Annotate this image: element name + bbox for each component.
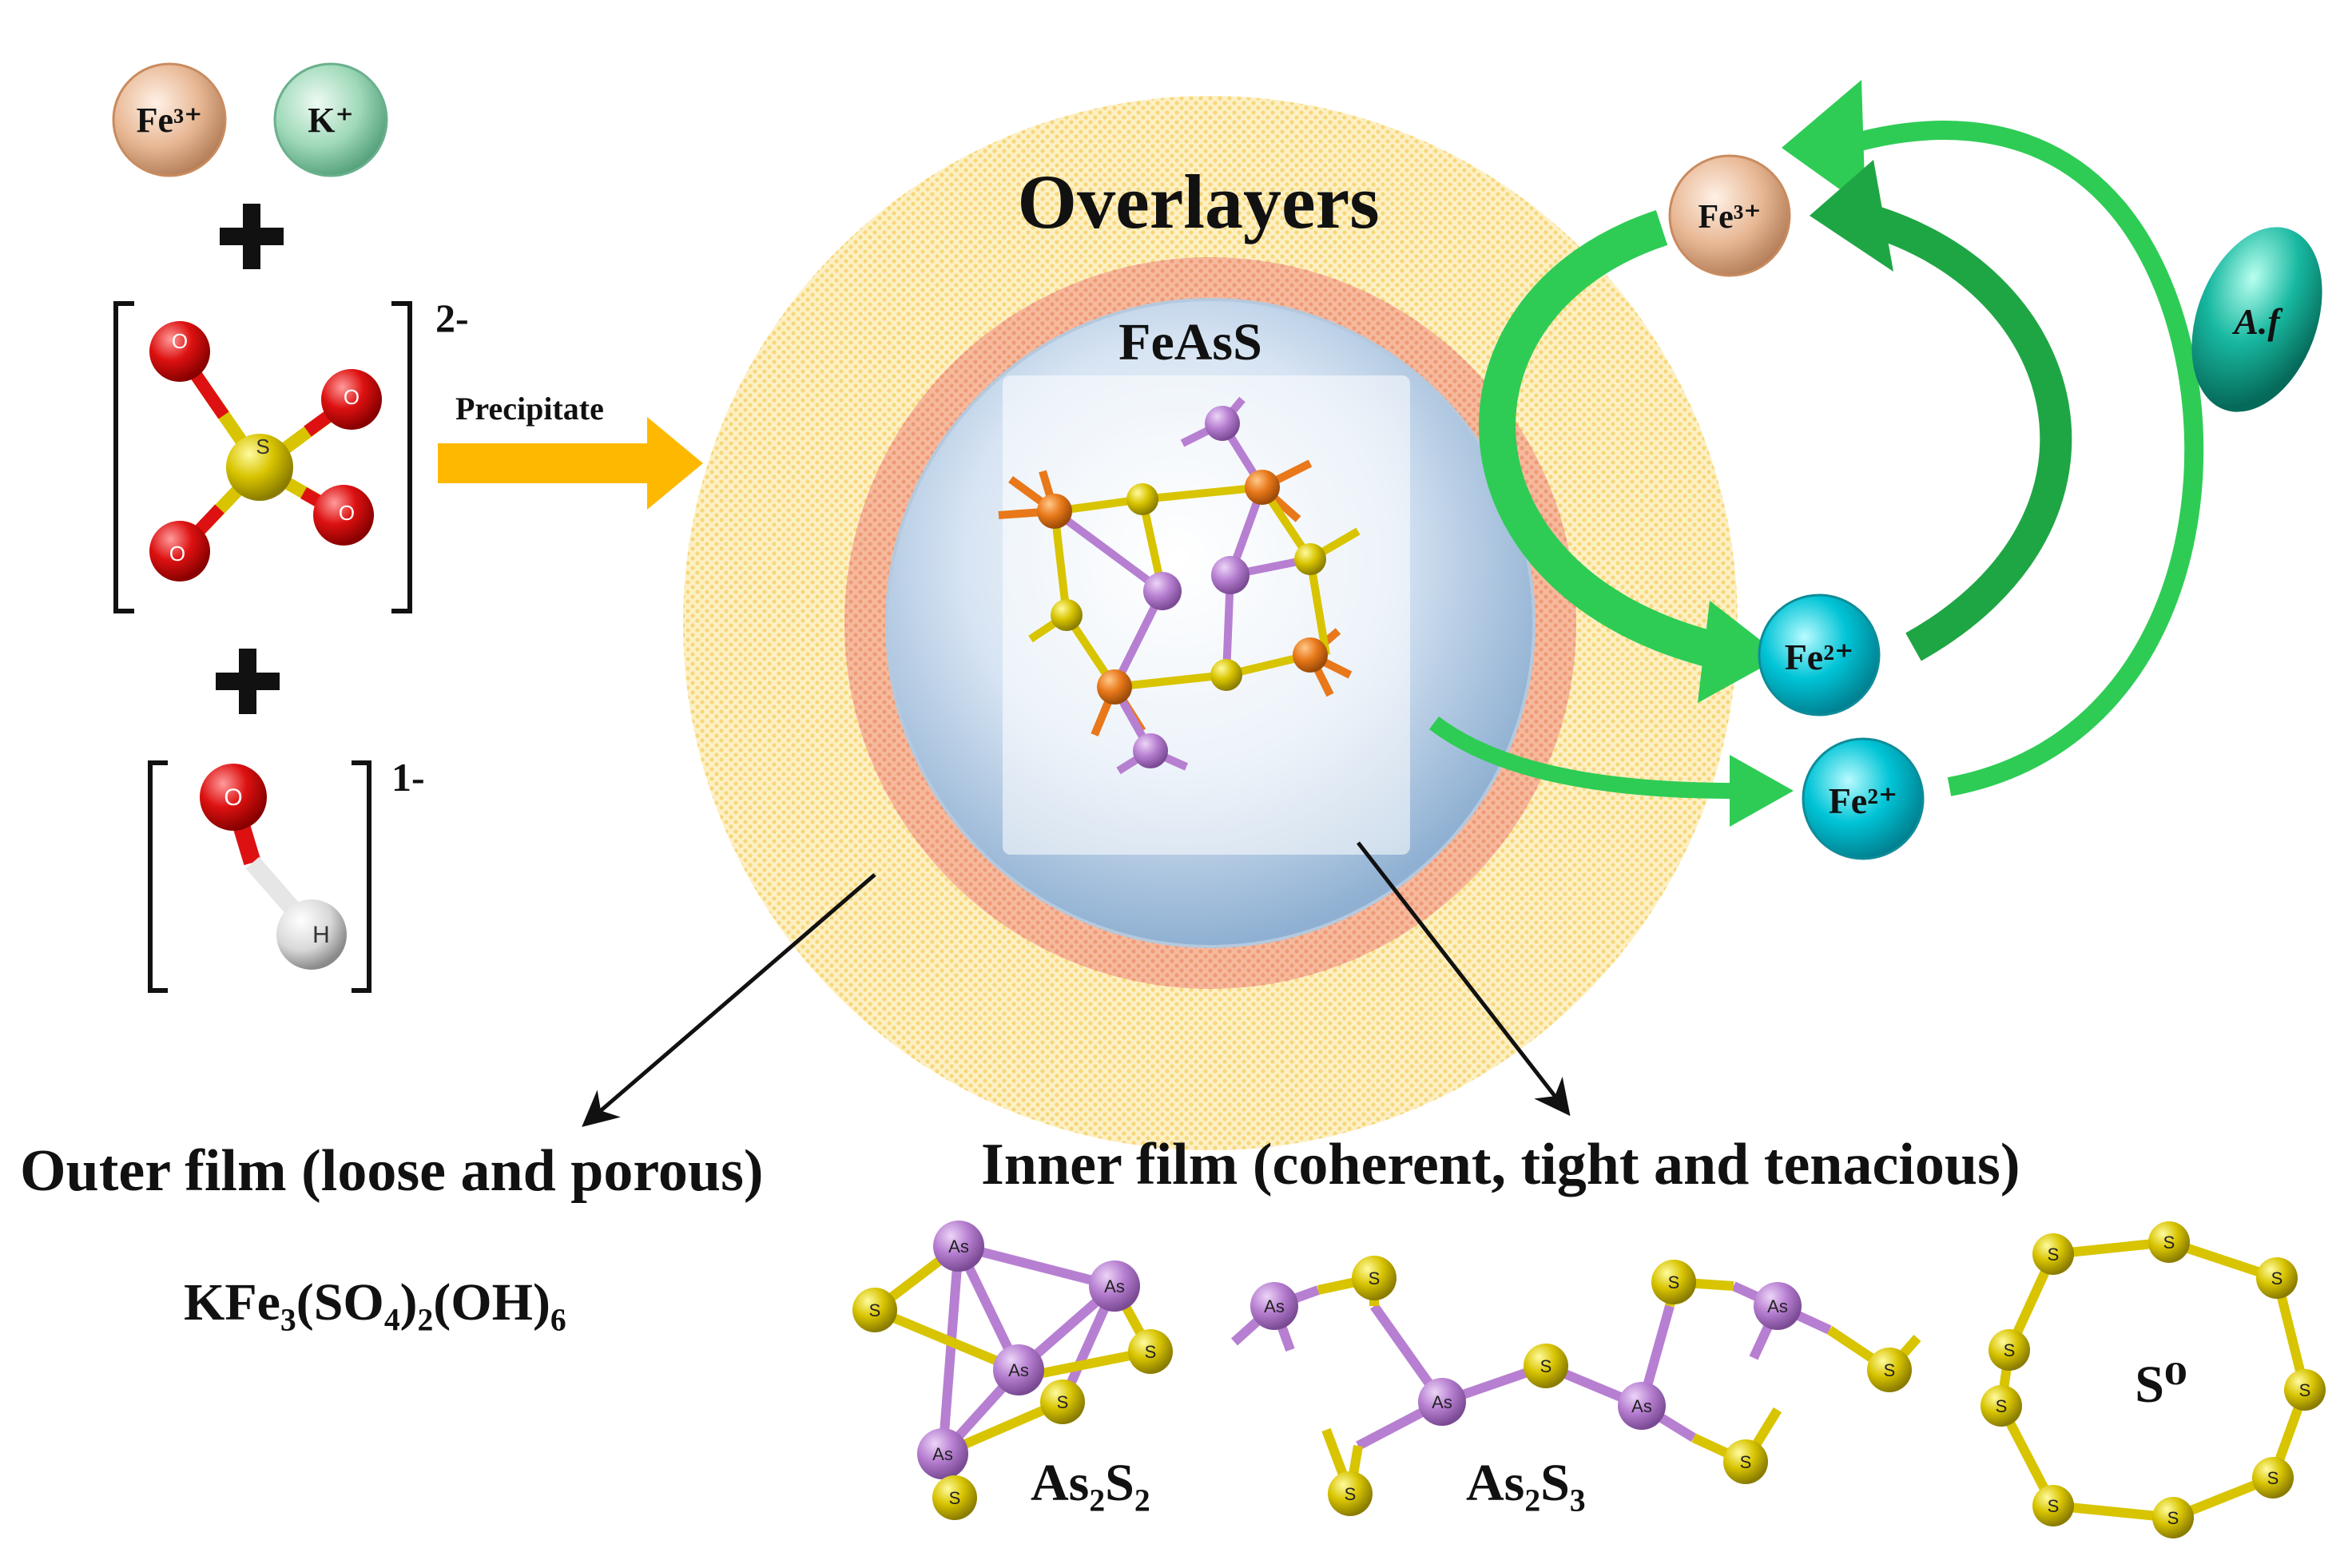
core-label: FeAsS [1118,313,1262,371]
k-ion-reactant: K⁺ [273,62,388,177]
cycle-arrow-inner [1849,200,2072,661]
feass-crystal-structure [998,396,1361,775]
hydroxide-bracket-right [352,760,371,993]
atom-label: S [2267,1468,2279,1488]
sulfate-ion: O O O O S 2- [113,296,469,613]
atom-label: As [1631,1396,1652,1416]
atom-label: S [2048,1244,2060,1264]
atom-label: S [1996,1396,2008,1416]
sulfate-bracket-right [391,301,412,613]
plus-sign-bottom [216,649,280,714]
atom-label: S [949,1488,961,1508]
k-ion-label: K⁺ [308,101,353,140]
atom-label: S [2299,1380,2311,1400]
reactants-group: Fe³⁺ K⁺ O O O [112,62,469,993]
precipitate-label: Precipitate [455,391,604,427]
fe2-ion-lower: Fe²⁺ [1802,737,1925,860]
plus-sign-top [220,204,284,269]
fe2-upper-label: Fe²⁺ [1785,637,1854,677]
atom-label: S [1740,1452,1752,1472]
as2s2-molecule: As As As As S S S S As₂S₂ [852,1221,1173,1520]
oxidation-arrow [1428,717,1734,799]
fe3-ion-reactant: Fe³⁺ [112,62,227,177]
af-bacteria: A.f [2191,227,2322,412]
redox-cycle: Fe³⁺ Fe²⁺ Fe²⁺ A.f [1428,80,2322,860]
atom-label: S [1145,1342,1157,1362]
fe2-ion-upper: Fe²⁺ [1758,593,1881,717]
hydroxide-charge: 1- [391,755,425,800]
atom-label: S [2163,1233,2175,1252]
atom-label: As [1264,1296,1285,1316]
atom-label: S [2271,1268,2283,1288]
s0-label: S⁰ [2135,1356,2187,1414]
atom-label: S [1369,1268,1381,1288]
atom-label: As [948,1237,969,1256]
atom-label: As [1432,1392,1452,1412]
as2s2-label: As₂S₂ [1031,1454,1150,1512]
atom-label: S [2004,1340,2016,1360]
atom-label: As [1104,1276,1125,1296]
outer-film-formula: KFe₃(SO₄)₂(OH)₆ [184,1273,566,1332]
atom-label: As [1767,1296,1788,1316]
atom-label: S [869,1300,881,1320]
atom-label: S [2048,1496,2060,1516]
sulfate-o-label: O [169,542,185,566]
atom-label: S [1540,1356,1552,1376]
fe2-lower-label: Fe²⁺ [1829,780,1898,821]
sulfate-bracket-left [113,301,134,613]
atom-label: As [1008,1360,1029,1380]
sulfate-o-label: O [339,501,355,525]
film-callouts: Outer film (loose and porous) KFe₃(SO₄)₂… [20,841,2020,1332]
sulfate-charge: 2- [435,296,469,340]
fe3-ion-cycle: Fe³⁺ [1668,154,1791,277]
precipitate-arrow: Precipitate [438,391,703,510]
as2s3-label: As₂S₃ [1466,1454,1586,1512]
atom-label: S [1884,1360,1896,1380]
atom-label: As [932,1444,953,1464]
atom-label: S [1057,1392,1069,1412]
hydroxide-h-label: H [312,922,330,948]
overlayers-title: Overlayers [1017,159,1379,244]
hydroxide-ion: O H 1- [148,755,425,993]
cycle-arrow-outer [1834,121,2204,796]
atom-label: S [1345,1484,1357,1504]
particle: Overlayers FeAsS [683,96,1738,1150]
af-label: A.f [2231,301,2283,342]
s8-ring: S S S S S S S S S S⁰ [1981,1221,2326,1538]
outer-film-title: Outer film (loose and porous) [20,1138,764,1204]
as2s3-molecule: As As As As S S S S S S As₂S₃ [1230,1256,1921,1516]
sulfate-o-label: O [172,329,188,353]
sulfate-o-label: O [344,385,360,409]
hydroxide-o-label: O [224,784,242,811]
atom-label: S [1668,1272,1680,1292]
hydroxide-bracket-left [148,760,168,993]
inner-film-title: Inner film (coherent, tight and tenaciou… [981,1132,2020,1197]
cycle-arrow-reduction [1479,210,1722,669]
fe3-cycle-label: Fe³⁺ [1698,199,1761,236]
sulfate-s-label: S [256,435,269,458]
atom-label: S [2167,1508,2179,1528]
fe3-ion-label: Fe³⁺ [137,101,203,140]
